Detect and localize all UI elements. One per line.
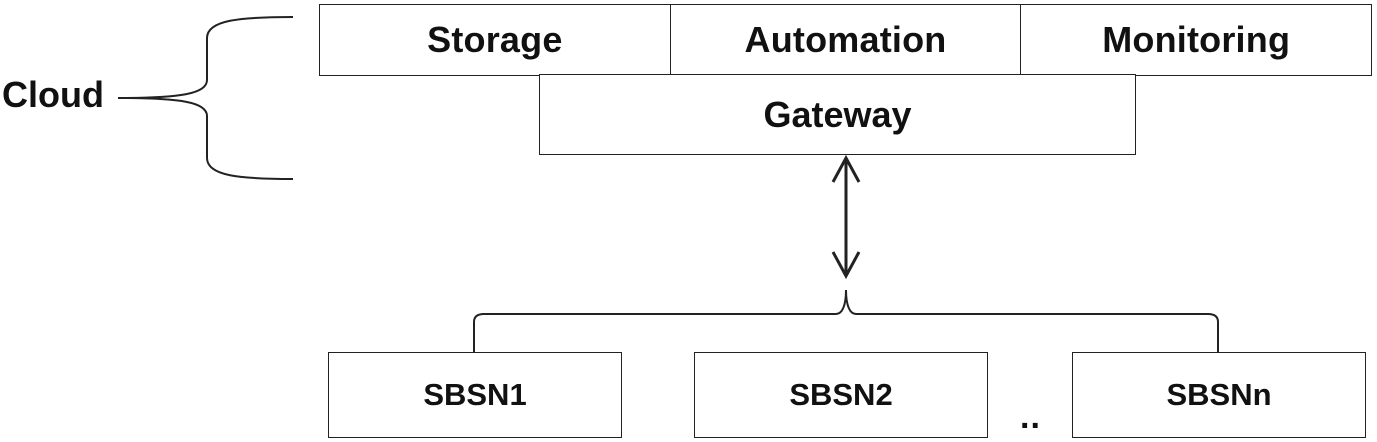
storage-service: Storage [427,19,563,60]
cloud-label: Cloud [2,74,104,115]
automation-service: Automation [669,5,1021,75]
node-sbsnn: SBSNn [1072,352,1366,438]
cloud-services-row: Storage Automation Monitoring [319,4,1372,76]
arrow-head-down [831,251,861,280]
node-bracket [473,289,1219,352]
node-sbsn1: SBSN1 [328,352,622,438]
gateway-box: Gateway [539,74,1136,155]
node-ellipsis: .. [1020,398,1041,436]
node-sbsn2: SBSN2 [694,352,988,438]
monitoring-service: Monitoring [1020,5,1371,75]
arrow-head-up [831,154,861,183]
cloud-brace [117,16,294,180]
